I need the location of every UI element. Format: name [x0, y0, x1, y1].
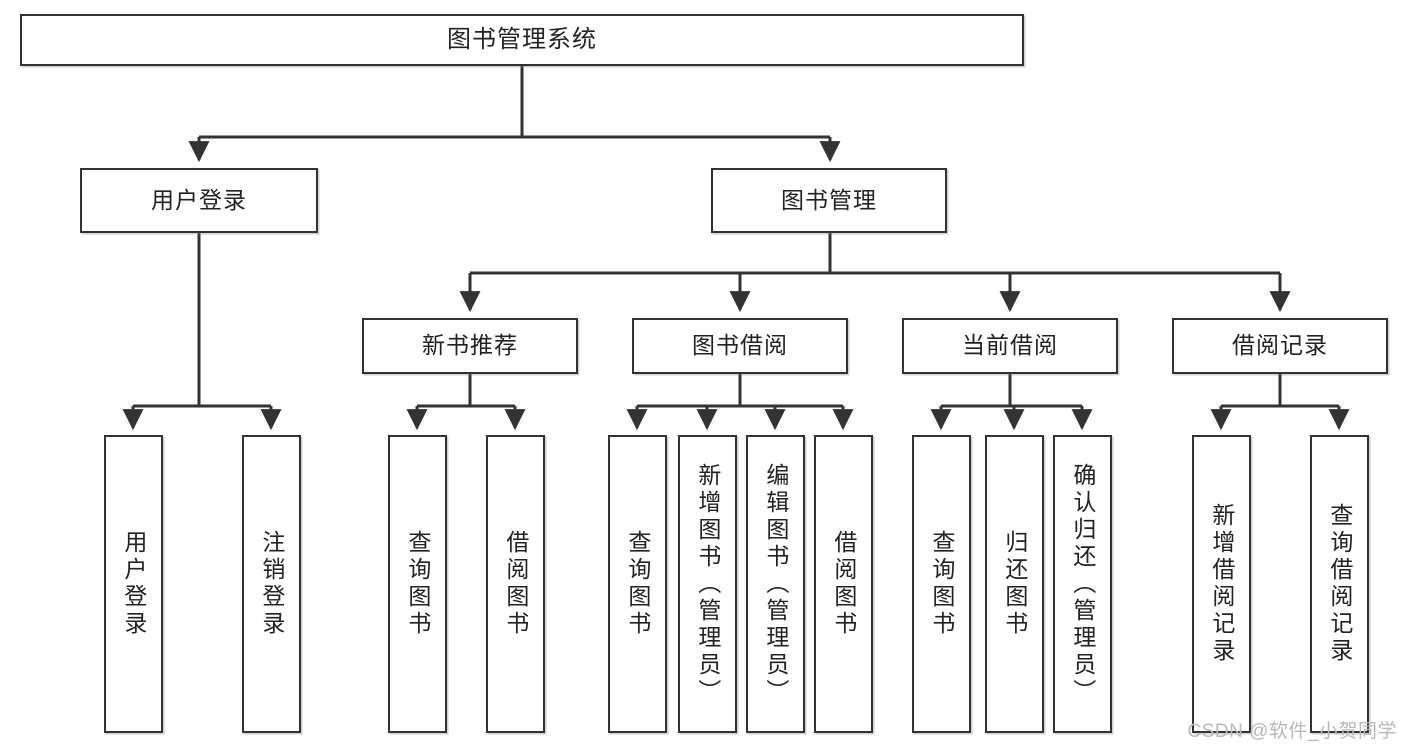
watermark: CSDN @软件_小贺同学: [1187, 721, 1397, 742]
leaf-add-book[interactable]: 新增图书（管理员）: [678, 435, 737, 733]
leaf-add-record[interactable]: 新增借阅记录: [1192, 435, 1251, 733]
leaf-query-record[interactable]: 查询借阅记录: [1310, 435, 1369, 733]
node-book-manage[interactable]: 图书管理: [711, 168, 947, 233]
node-book-borrow[interactable]: 图书借阅: [632, 318, 848, 374]
leaf-query-book-3[interactable]: 查询图书: [912, 435, 971, 733]
leaf-user-login[interactable]: 用户登录: [104, 435, 163, 733]
node-user-login[interactable]: 用户登录: [80, 168, 318, 233]
node-root[interactable]: 图书管理系统: [20, 14, 1024, 66]
leaf-query-book-2[interactable]: 查询图书: [608, 435, 667, 733]
leaf-return-book[interactable]: 归还图书: [985, 435, 1044, 733]
leaf-confirm-return[interactable]: 确认归还（管理员）: [1053, 435, 1112, 733]
leaf-borrow-book-1[interactable]: 借阅图书: [486, 435, 545, 733]
node-current-borrow[interactable]: 当前借阅: [902, 318, 1118, 374]
node-borrow-record[interactable]: 借阅记录: [1172, 318, 1388, 374]
leaf-logout[interactable]: 注销登录: [242, 435, 301, 733]
leaf-query-book-1[interactable]: 查询图书: [388, 435, 447, 733]
leaf-borrow-book-2[interactable]: 借阅图书: [814, 435, 873, 733]
leaf-edit-book[interactable]: 编辑图书（管理员）: [746, 435, 805, 733]
node-new-book-recommend[interactable]: 新书推荐: [362, 318, 578, 374]
